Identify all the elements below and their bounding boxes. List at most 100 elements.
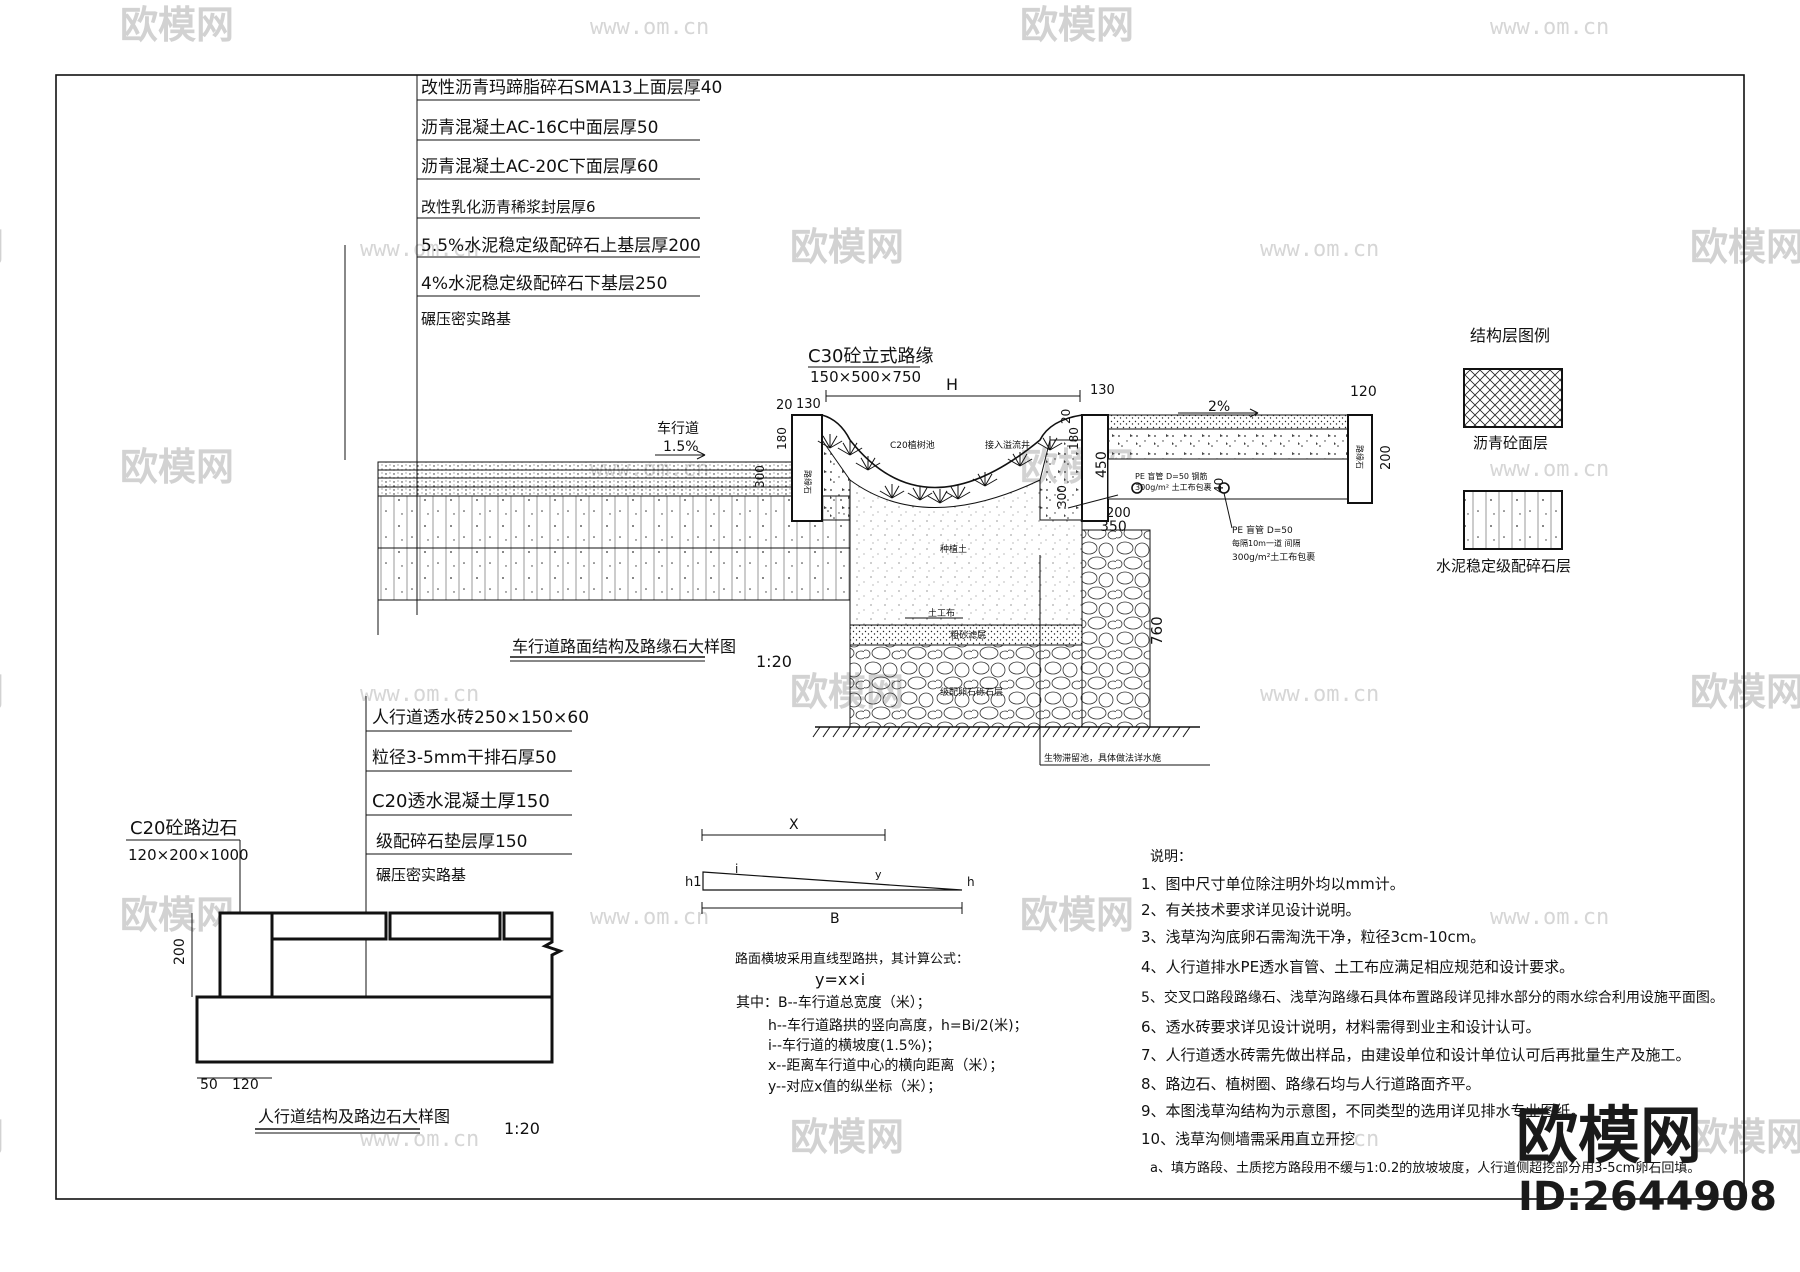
note-4: 4、人行道排水PE透水盲管、土工布应满足相应规范和设计要求。 <box>1141 958 1574 976</box>
pipe-label-2b: 每隔10m一道 间隔 <box>1232 538 1301 548</box>
crown-h1: h1 <box>685 875 702 890</box>
curb-title: C30砼立式路缘 <box>808 346 933 367</box>
note-7: 7、人行道透水砖需先做出样品，由建设单位和设计单位认可后再批量生产及施工。 <box>1141 1046 1691 1064</box>
crown-x: X <box>789 817 799 833</box>
sidewalk-detail: C20砼路边石 120×200×1000 200 50 120 人行道结构及路边… <box>126 818 564 1138</box>
sidewalk-layer-2: 粒径3-5mm干排石厚50 <box>372 748 557 768</box>
watermark-brand: 欧模网 <box>120 3 234 47</box>
sidewalk-title-scale: 1:20 <box>504 1119 540 1138</box>
watermark-brand: 欧模网 <box>1690 670 1800 714</box>
dim-200: 200 <box>1106 506 1131 521</box>
note-9: 9、本图浅草沟结构为示意图，不同类型的选用详见排水专业图纸。 <box>1141 1102 1586 1120</box>
note-6: 6、透水砖要求详见设计说明，材料需得到业主和设计认可。 <box>1141 1018 1541 1036</box>
road-section-labels: C30砼立式路缘 150×500×750 车行道 1.5% H 20 130 1… <box>655 346 1394 766</box>
carriageway-label: 车行道 <box>657 420 699 437</box>
watermark-brand: 欧模网 <box>1020 893 1134 937</box>
dim-20: 20 <box>776 398 793 413</box>
dim-300-left: 300 <box>753 465 767 488</box>
watermark-brand: 欧模网 <box>1690 225 1800 269</box>
structure-legend: 结构层图例 沥青砼面层 水泥稳定级配碎石层 <box>1436 326 1571 575</box>
pavement-layer-2: 沥青混凝土AC-16C中面层厚50 <box>421 118 658 138</box>
brand-logo: 欧模网 <box>1516 1099 1702 1172</box>
sidewalk-layer-4: 级配碎石垫层厚150 <box>376 832 527 852</box>
note-a: a、填方路段、土质挖方路段用不缓与1:0.2的放坡坡度，人行道侧超挖部分用3-5… <box>1150 1160 1700 1176</box>
pavement-layer-5: 5.5%水泥稳定级配碎石上基层厚200 <box>421 236 701 256</box>
pavement-layer-7: 碾压密实路基 <box>421 310 511 328</box>
watermark-url: www.om.cn <box>360 237 479 262</box>
edge-stone-title: C20砼路边石 <box>130 818 237 839</box>
dim-40: 40 <box>1212 478 1226 493</box>
pavement-layer-3: 沥青混凝土AC-20C下面层厚60 <box>421 157 658 177</box>
note-10: 10、浅草沟侧墙需采用直立开挖 <box>1141 1130 1355 1148</box>
crown-formula: X i h1 h y B 路面横坡采用直线型路拱，其计算公式： y=x×i 其中… <box>685 817 1028 1095</box>
dim-200-right: 200 <box>1379 445 1394 470</box>
dim-350: 350 <box>1100 519 1127 535</box>
formula-where-2: h--车行道路拱的竖向高度，h=Bi/2(米)； <box>768 1017 1028 1034</box>
watermark-grid: 欧模网 www.om.cn 欧模网 www.om.cn 欧模网 www.om.cn 欧模网 w… <box>0 3 1800 1159</box>
planting-label: C20植树池 <box>890 439 935 451</box>
curb-tag-left: 路缘石 <box>803 470 813 494</box>
watermark-brand: 欧模网 <box>120 893 234 937</box>
sand-label: 粗砂滤层 <box>950 629 986 641</box>
edge-dim-120: 120 <box>232 1077 259 1093</box>
legend-cement-swatch <box>1463 490 1563 550</box>
road-section: 路缘石 路缘石 <box>377 414 1373 738</box>
left-curb <box>791 414 823 522</box>
watermark-brand: 欧模网 <box>1690 1115 1800 1159</box>
note-2: 2、有关技术要求详见设计说明。 <box>1141 901 1361 919</box>
watermark-url: www.om.cn <box>360 1127 479 1152</box>
dim-180-right: 180 <box>1067 427 1081 450</box>
gravel-label: 级配卵石砾石层 <box>940 686 1003 698</box>
pipe-fabric-2: 300g/m²土工布包裹 <box>1232 551 1315 563</box>
overflow-label: 接入溢流井 <box>985 439 1030 451</box>
dim-180: 180 <box>775 427 789 450</box>
dim-300-right: 300 <box>1055 485 1069 508</box>
formula: y=x×i <box>815 970 865 989</box>
pavement-layer-6: 4%水泥稳定级配碎石下基层250 <box>421 274 667 294</box>
sidewalk-slope: 2% <box>1208 399 1230 415</box>
dim-130-right: 130 <box>1090 383 1115 398</box>
soil-label: 种植土 <box>940 543 967 555</box>
swale-width-H: H <box>946 375 958 394</box>
dim-760: 760 <box>1148 616 1166 645</box>
watermark-url: www.om.cn <box>590 905 709 930</box>
formula-where-1: 其中：B--车行道总宽度（米）； <box>736 994 931 1011</box>
watermark-brand: 欧模网 <box>790 225 904 269</box>
formula-intro: 路面横坡采用直线型路拱，其计算公式： <box>735 951 969 967</box>
edge-dim-50: 50 <box>200 1077 218 1093</box>
edge-stone-size: 120×200×1000 <box>128 846 249 864</box>
brand-corner: 欧模网 ID:2644908 <box>1516 1099 1777 1220</box>
crown-y: y <box>875 868 882 881</box>
carriageway-slope: 1.5% <box>663 439 699 455</box>
sidewalk-layer-3: C20透水混凝土厚150 <box>372 791 550 812</box>
curb-size: 150×500×750 <box>810 368 921 386</box>
watermark-brand: 欧模网 <box>1020 3 1134 47</box>
pavement-layer-callout: 改性沥青玛蹄脂碎石SMA13上面层厚40 沥青混凝土AC-16C中面层厚50 沥… <box>344 75 722 615</box>
crown-b: B <box>830 911 840 927</box>
road-section-title: 车行道路面结构及路缘石大样图 1:20 <box>510 637 792 671</box>
legend-cement-label: 水泥稳定级配碎石层 <box>1436 557 1571 575</box>
dim-450: 450 <box>1094 451 1110 478</box>
watermark-url: www.om.cn <box>360 682 479 707</box>
pipe-label-1: PE 盲管 D=50 钢筋 <box>1135 471 1208 481</box>
pipe-fabric-1: 300g/m² 土工布包裹 <box>1135 482 1212 492</box>
legend-asphalt-swatch <box>1463 368 1563 428</box>
dim-20-right: 20 <box>1059 409 1073 424</box>
watermark-url: www.om.cn <box>590 15 709 40</box>
formula-where-5: y--对应x值的纵坐标（米）； <box>768 1078 941 1095</box>
design-notes: 说明： 1、图中尺寸单位除注明外均以mm计。 2、有关技术要求详见设计说明。 3… <box>1141 849 1724 1176</box>
road-title-scale: 1:20 <box>756 652 792 671</box>
watermark-url: www.om.cn <box>1260 682 1379 707</box>
dim-120: 120 <box>1350 384 1377 400</box>
watermark-brand: 欧模网 <box>790 1115 904 1159</box>
watermark-url: www.om.cn <box>1490 905 1609 930</box>
watermark-url: www.om.cn <box>1490 457 1609 482</box>
watermark-url: www.om.cn <box>1260 1127 1379 1152</box>
note-5: 5、交叉口路段路缘石、浅草沟路缘石具体布置路段详见排水部分的雨水综合利用设施平面… <box>1141 989 1724 1006</box>
road-title: 车行道路面结构及路缘石大样图 <box>512 637 736 656</box>
brand-id: ID:2644908 <box>1518 1174 1777 1220</box>
curb-tag-right: 路缘石 <box>1355 445 1365 469</box>
watermark-brand: 欧模网 <box>0 1115 4 1159</box>
pavement-layer-4: 改性乳化沥青稀浆封层厚6 <box>421 198 596 216</box>
watermark-brand: 欧模网 <box>0 225 4 269</box>
